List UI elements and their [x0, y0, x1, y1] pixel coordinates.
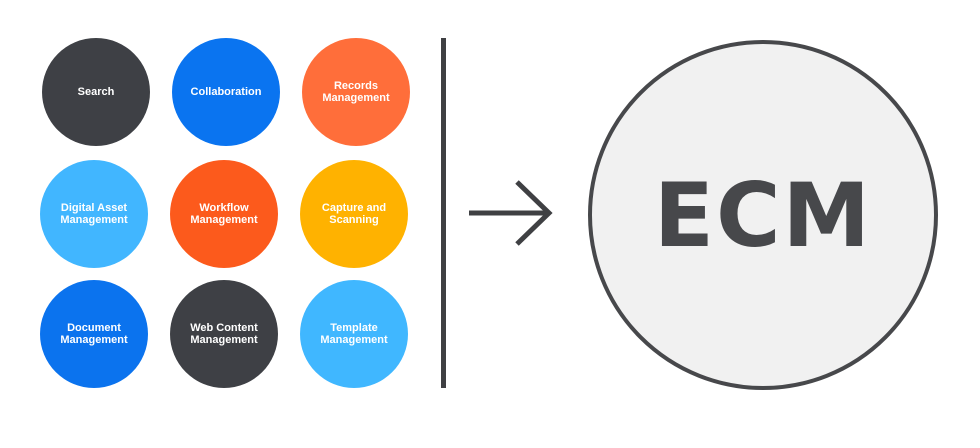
circle-label-collaboration: Collaboration — [190, 86, 262, 98]
circle-label-template-management: Template Management — [320, 322, 388, 346]
circle-document-management: Document Management — [40, 280, 148, 388]
circle-label-capture-and-scanning: Capture and Scanning — [321, 202, 387, 226]
circle-label-search: Search — [77, 86, 115, 98]
circle-label-document-management: Document Management — [60, 322, 128, 346]
ecm-circle: ECM — [588, 40, 938, 390]
circle-workflow-management: Workflow Management — [170, 160, 278, 268]
circle-web-content-management: Web Content Management — [170, 280, 278, 388]
circle-label-digital-asset-management: Digital Asset Management — [60, 202, 128, 226]
circle-digital-asset-management: Digital Asset Management — [40, 160, 148, 268]
circle-search: Search — [42, 38, 150, 146]
circle-label-workflow-management: Workflow Management — [190, 202, 258, 226]
circle-records-management: Records Management — [302, 38, 410, 146]
circle-label-records-management: Records Management — [322, 80, 390, 104]
circle-capture-and-scanning: Capture and Scanning — [300, 160, 408, 268]
circle-collaboration: Collaboration — [172, 38, 280, 146]
circle-label-web-content-management: Web Content Management — [190, 322, 258, 346]
ecm-label: ECM — [653, 163, 873, 267]
vertical-divider — [441, 38, 446, 388]
circle-template-management: Template Management — [300, 280, 408, 388]
arrow-right-icon — [469, 180, 553, 246]
